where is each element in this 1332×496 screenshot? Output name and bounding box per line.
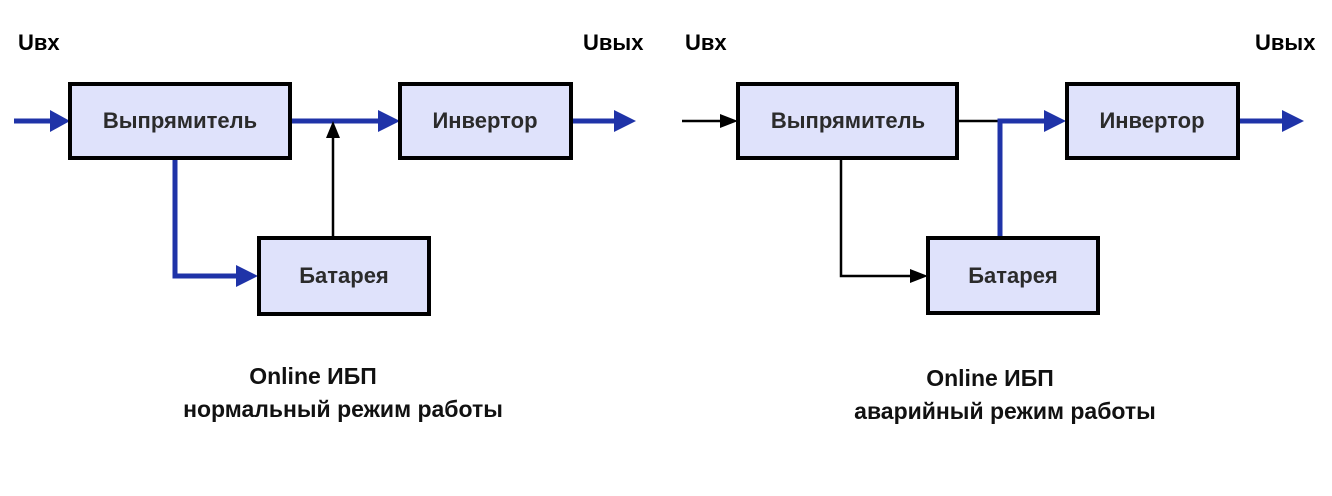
output-voltage-label: Uвых	[1255, 30, 1316, 55]
battery-block: Батарея	[926, 236, 1100, 315]
wire-rectifier-to-battery	[839, 159, 928, 283]
caption-title: Online ИБП	[249, 363, 377, 389]
diagram-normal-mode: Uвх Uвых Выпрямитель	[14, 30, 644, 422]
battery-block: Батарея	[257, 236, 431, 316]
wire-battery-to-inverter	[326, 121, 340, 237]
output-voltage-label: Uвых	[583, 30, 644, 55]
caption-mode: нормальный режим работы	[183, 396, 503, 422]
battery-label: Батарея	[968, 263, 1058, 288]
wire-rectifier-to-inverter	[290, 110, 400, 132]
wire-input-to-rectifier	[682, 114, 738, 128]
caption-title: Online ИБП	[926, 365, 1054, 391]
rectifier-label: Выпрямитель	[103, 108, 257, 133]
diagram-emergency-mode: Uвх Uвых Выпрямитель	[682, 30, 1316, 424]
input-voltage-label: Uвх	[18, 30, 60, 55]
wire-inverter-to-output	[1238, 110, 1304, 132]
wire-rectifier-to-battery	[172, 159, 258, 287]
wire-battery-to-inverter	[997, 110, 1066, 237]
inverter-label: Инвертор	[1099, 108, 1204, 133]
input-voltage-label: Uвх	[685, 30, 727, 55]
inverter-label: Инвертор	[432, 108, 537, 133]
inverter-block: Инвертор	[1065, 82, 1240, 160]
wire-input-to-rectifier	[14, 110, 70, 132]
wire-inverter-to-output	[571, 110, 636, 132]
caption-mode: аварийный режим работы	[854, 398, 1156, 424]
rectifier-label: Выпрямитель	[771, 108, 925, 133]
rectifier-block: Выпрямитель	[68, 82, 292, 160]
rectifier-block: Выпрямитель	[736, 82, 959, 160]
battery-label: Батарея	[299, 263, 389, 288]
inverter-block: Инвертор	[398, 82, 573, 160]
